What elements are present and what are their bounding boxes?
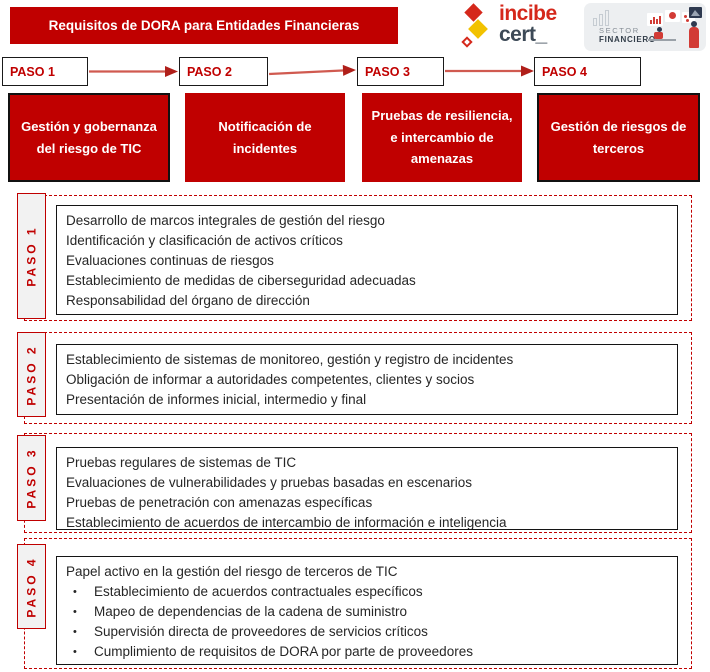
arrow-step3-to-step4: [445, 65, 534, 77]
list-item: Obligación de informar a autoridades com…: [66, 372, 475, 387]
list-item: • Mapeo de dependencias de la cadena de …: [66, 602, 668, 622]
step-label: PASO 1: [10, 64, 55, 79]
list-item: Presentación de informes inicial, interm…: [66, 392, 367, 407]
section-paso-3: PASO 3 Pruebas regulares de sistemas de …: [17, 433, 692, 533]
list-item: Pruebas de penetración con amenazas espe…: [66, 495, 373, 510]
step-box-paso-4: PASO 4: [534, 57, 641, 86]
title-banner: Requisitos de DORA para Entidades Financ…: [10, 7, 398, 44]
incibe-diamond-outline-icon: [461, 36, 473, 48]
step-box-paso-2: PASO 2: [179, 57, 268, 86]
list-item: Evaluaciones de vulnerabilidades y prueb…: [66, 475, 473, 490]
header-box-title: Notificación de incidentes: [218, 119, 312, 156]
step-label: PASO 2: [187, 64, 232, 79]
list-intro: Papel activo en la gestión del riesgo de…: [66, 564, 398, 579]
list-item: • Establecimiento de acuerdos contractua…: [66, 582, 668, 602]
section-label-text: PASO 4: [24, 555, 39, 618]
list-item: Identificación y clasificación de activo…: [66, 233, 343, 248]
section-content-paso-3: Pruebas regulares de sistemas de TIC Eva…: [56, 447, 678, 530]
arrow-step2-to-step3: [269, 64, 356, 76]
sector-label: SECTOR: [599, 26, 640, 35]
header-box-title: Gestión y gobernanza del riesgo de TIC: [21, 119, 157, 156]
section-content-paso-4: Papel activo en la gestión del riesgo de…: [56, 556, 678, 665]
step-box-paso-1: PASO 1: [2, 57, 88, 86]
section-label-paso-2: PASO 2: [17, 332, 46, 417]
list-item: • Supervisión directa de proveedores de …: [66, 622, 668, 642]
cert-wordmark: cert_: [499, 23, 547, 46]
section-paso-2: PASO 2 Establecimiento de sistemas de mo…: [17, 332, 692, 424]
section-label-paso-1: PASO 1: [17, 193, 46, 319]
list-item: • Cumplimiento de requisitos de DORA por…: [66, 642, 668, 662]
step-label: PASO 4: [542, 64, 587, 79]
section-label-paso-3: PASO 3: [17, 435, 46, 521]
incibe-diamond-yellow-icon: [468, 19, 488, 39]
page-title: Requisitos de DORA para Entidades Financ…: [48, 18, 360, 33]
section-label-paso-4: PASO 4: [17, 544, 46, 629]
section-paso-4: PASO 4 Papel activo en la gestión del ri…: [17, 538, 692, 669]
incibe-wordmark: incibe: [499, 2, 557, 25]
bullet-icon: •: [73, 606, 77, 618]
bullet-icon: •: [73, 626, 77, 638]
list-item: Evaluaciones continuas de riesgos: [66, 253, 274, 268]
section-content-paso-2: Establecimiento de sistemas de monitoreo…: [56, 344, 678, 415]
header-box-notificacion: Notificación de incidentes: [185, 93, 345, 182]
section-content-paso-1: Desarrollo de marcos integrales de gesti…: [56, 205, 678, 315]
financiero-label: FINANCIERO: [599, 35, 656, 44]
section-label-text: PASO 3: [24, 447, 39, 509]
bullet-icon: •: [73, 586, 77, 598]
header-box-title: Pruebas de resiliencia, e intercambio de…: [371, 108, 513, 167]
list-item: Establecimiento de acuerdos de intercamb…: [66, 515, 507, 530]
list-item: Establecimiento de medidas de cibersegur…: [66, 273, 416, 288]
list-item: Responsabilidad del órgano de dirección: [66, 293, 310, 308]
header-box-pruebas: Pruebas de resiliencia, e intercambio de…: [362, 93, 522, 182]
header-box-title: Gestión de riesgos de terceros: [550, 119, 687, 156]
list-item: Pruebas regulares de sistemas de TIC: [66, 455, 297, 470]
section-paso-1: PASO 1 Desarrollo de marcos integrales d…: [17, 193, 692, 321]
sector-financiero-logo: SECTOR FINANCIERO: [584, 3, 706, 51]
incibe-diamond-red-icon: [464, 3, 483, 22]
section-label-text: PASO 2: [24, 343, 39, 406]
section-label-text: PASO 1: [24, 225, 39, 287]
arrow-step1-to-step2: [89, 66, 178, 77]
incibe-cert-logo: incibe cert_: [452, 2, 570, 50]
bar-chart-icon: [593, 10, 615, 26]
step-box-paso-3: PASO 3: [357, 57, 444, 86]
list-item: Establecimiento de sistemas de monitoreo…: [66, 352, 514, 367]
header-box-gestion-gobernanza: Gestión y gobernanza del riesgo de TIC: [8, 93, 170, 182]
step-label: PASO 3: [365, 64, 410, 79]
bullet-icon: •: [73, 646, 77, 658]
header-box-terceros: Gestión de riesgos de terceros: [537, 93, 700, 182]
office-illustration: [644, 3, 706, 51]
list-item: Desarrollo de marcos integrales de gesti…: [66, 213, 385, 228]
